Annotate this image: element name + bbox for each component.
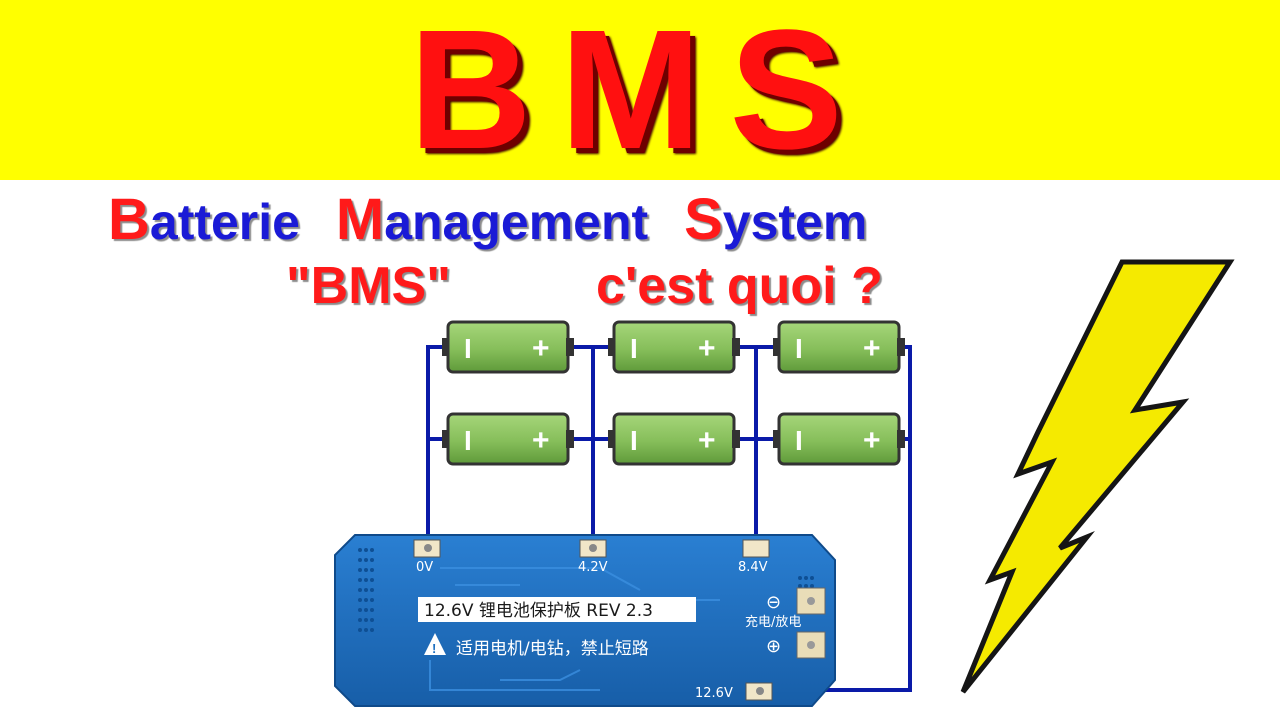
minus-terminal-icon: ⊖ bbox=[766, 592, 781, 613]
battery-cell: I + bbox=[608, 320, 740, 374]
pad-8-4v: 8.4V bbox=[738, 539, 770, 575]
pad-12-6v: 12.6V bbox=[695, 682, 773, 701]
battery-cell: I + bbox=[608, 412, 740, 466]
pad-label-0v: 0V bbox=[416, 560, 433, 575]
board-label-box bbox=[418, 597, 696, 622]
pad-0v: 0V bbox=[413, 539, 441, 575]
battery-cell: I + bbox=[773, 320, 905, 374]
battery-minus-label: I bbox=[795, 333, 803, 364]
initial-b: B bbox=[108, 187, 150, 252]
battery-minus-label: I bbox=[630, 333, 638, 364]
initial-m: M bbox=[335, 187, 385, 252]
pad-label-8-4v: 8.4V bbox=[738, 560, 768, 575]
board-warning-text: 适用电机/电钻，禁止短路 bbox=[456, 639, 649, 659]
subtitle-quoted-bms: "BMS" bbox=[286, 257, 451, 315]
board-model-label: 12.6V 锂电池保护板 REV 2.3 bbox=[424, 601, 653, 621]
pad-label-12-6v: 12.6V bbox=[695, 686, 733, 701]
main-title: BMS bbox=[409, 0, 871, 185]
warning-icon bbox=[424, 633, 446, 655]
battery-minus-label: I bbox=[795, 425, 803, 456]
title-banner bbox=[0, 0, 1280, 180]
pcb-vias bbox=[358, 548, 814, 632]
pad-label-4-2v: 4.2V bbox=[578, 560, 608, 575]
battery-plus-label: + bbox=[532, 424, 550, 457]
plus-terminal-icon: ⊕ bbox=[766, 636, 781, 657]
svg-text:!: ! bbox=[432, 641, 436, 656]
battery-cell: I + bbox=[773, 412, 905, 466]
battery-minus-label: I bbox=[630, 425, 638, 456]
bms-board: 0V 4.2V 8.4V 12.6V 12.6V 锂电池保护板 REV 2.3 … bbox=[334, 534, 836, 707]
battery-plus-label: + bbox=[698, 424, 716, 457]
subtitle-question: c'est quoi ? bbox=[596, 257, 883, 315]
word-rest-batterie: atterie bbox=[149, 194, 300, 250]
word-rest-management: anagement bbox=[384, 194, 649, 250]
word-batterie: Batterie bbox=[108, 187, 300, 252]
charge-discharge-label: 充电/放电 bbox=[745, 614, 801, 630]
word-management: Management bbox=[336, 187, 649, 252]
battery-plus-label: + bbox=[863, 332, 881, 365]
lightning-bolt-icon bbox=[960, 259, 1235, 694]
battery-minus-label: I bbox=[464, 425, 472, 456]
word-system: System bbox=[684, 187, 868, 252]
battery-plus-label: + bbox=[698, 332, 716, 365]
battery-cell: I + bbox=[442, 320, 574, 374]
battery-minus-label: I bbox=[464, 333, 472, 364]
initial-s: S bbox=[684, 187, 723, 252]
pad-4-2v: 4.2V bbox=[578, 539, 608, 575]
battery-pack: I + I + I + I + I + bbox=[442, 320, 905, 466]
subtitle-acronym-line: Batterie Management System bbox=[108, 186, 867, 253]
battery-plus-label: + bbox=[532, 332, 550, 365]
battery-plus-label: + bbox=[863, 424, 881, 457]
wire-left-vertical bbox=[426, 345, 448, 548]
word-rest-system: ystem bbox=[722, 194, 868, 250]
battery-cell: I + bbox=[442, 412, 574, 466]
